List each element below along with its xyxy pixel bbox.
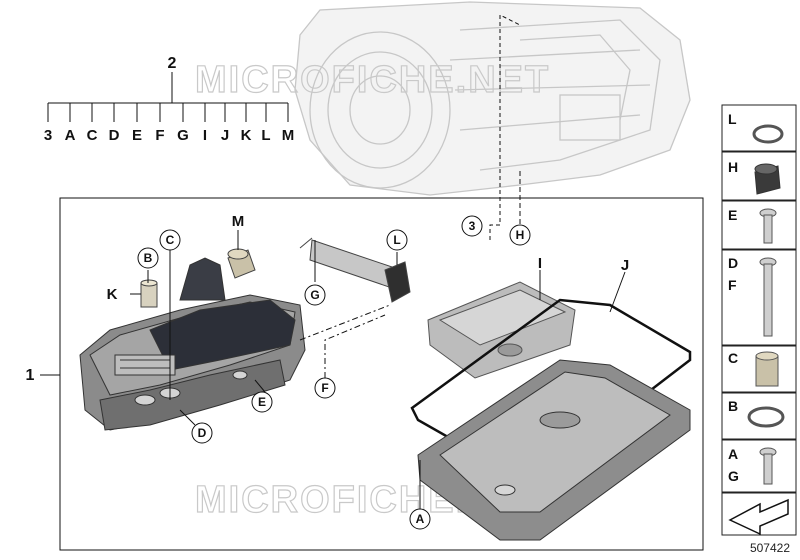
callout-m: M bbox=[232, 213, 245, 230]
kit-item: A bbox=[65, 127, 76, 144]
kit-contents: 3 A C D E F G I J K L M bbox=[44, 127, 294, 144]
leader-lines bbox=[130, 14, 626, 510]
kit-item: E bbox=[132, 127, 142, 144]
callout-f: F bbox=[321, 381, 328, 395]
callout-j: J bbox=[621, 257, 629, 274]
callout-g: G bbox=[310, 288, 319, 302]
legend-label: G bbox=[728, 468, 739, 484]
callout-l: L bbox=[393, 233, 400, 247]
kit-item: 3 bbox=[44, 127, 52, 144]
callout-i: I bbox=[538, 255, 542, 272]
callout-k: K bbox=[107, 286, 118, 303]
part-i-filter bbox=[427, 281, 576, 379]
legend-label: L bbox=[728, 111, 737, 127]
legend-label: F bbox=[728, 277, 737, 293]
kit-item: L bbox=[261, 127, 270, 144]
legend-label: H bbox=[728, 159, 738, 175]
kit-item: K bbox=[241, 127, 252, 144]
kit-item: J bbox=[221, 127, 229, 144]
kit-item: M bbox=[282, 127, 295, 144]
callout-h: H bbox=[516, 228, 525, 242]
callout-assembly-number: 1 bbox=[26, 367, 35, 384]
kit-item: C bbox=[87, 127, 98, 144]
legend-label: A bbox=[728, 446, 738, 462]
solenoid-sensor bbox=[299, 237, 411, 303]
callout-kit-number: 2 bbox=[168, 55, 177, 72]
callout-c: C bbox=[166, 233, 175, 247]
oil-pan bbox=[417, 359, 691, 541]
diagram-reference-number: 507422 bbox=[750, 541, 790, 555]
o-ring-icon bbox=[752, 124, 784, 144]
navigation-arrow-icon bbox=[728, 498, 789, 536]
kit-item: D bbox=[109, 127, 120, 144]
kit-item: I bbox=[203, 127, 207, 144]
watermark-text-top: MICROFICHE.NET bbox=[195, 59, 550, 101]
legend-label: E bbox=[728, 207, 737, 223]
parts-legend: L H E D F C B A G bbox=[721, 104, 797, 536]
callout-a: A bbox=[416, 512, 425, 526]
callout-d: D bbox=[198, 426, 207, 440]
part-k-sleeve bbox=[140, 279, 158, 308]
connector-sleeve-icon bbox=[754, 163, 781, 195]
valve-body bbox=[79, 257, 306, 431]
part-callout-labels: B C L G F E D A 3 H M K I J bbox=[107, 213, 630, 526]
transmission-housing bbox=[294, 1, 691, 196]
part-callouts bbox=[137, 215, 531, 530]
kit-tree bbox=[47, 72, 289, 122]
callout-b: B bbox=[144, 251, 153, 265]
short-bolt-icon bbox=[759, 208, 777, 244]
legend-label: C bbox=[728, 350, 738, 366]
screw-icon bbox=[759, 447, 777, 485]
part-m-connector bbox=[227, 248, 256, 279]
kit-item: G bbox=[177, 127, 189, 144]
kit-item: F bbox=[155, 127, 164, 144]
callout-3: 3 bbox=[469, 219, 476, 233]
legend-label: D bbox=[728, 255, 738, 271]
legend-label: B bbox=[728, 398, 738, 414]
seal-ring-icon bbox=[747, 406, 785, 428]
assembly-frame bbox=[59, 197, 704, 551]
long-bolt-icon bbox=[759, 257, 777, 337]
sleeve-icon bbox=[755, 351, 779, 387]
callout-e: E bbox=[258, 395, 266, 409]
